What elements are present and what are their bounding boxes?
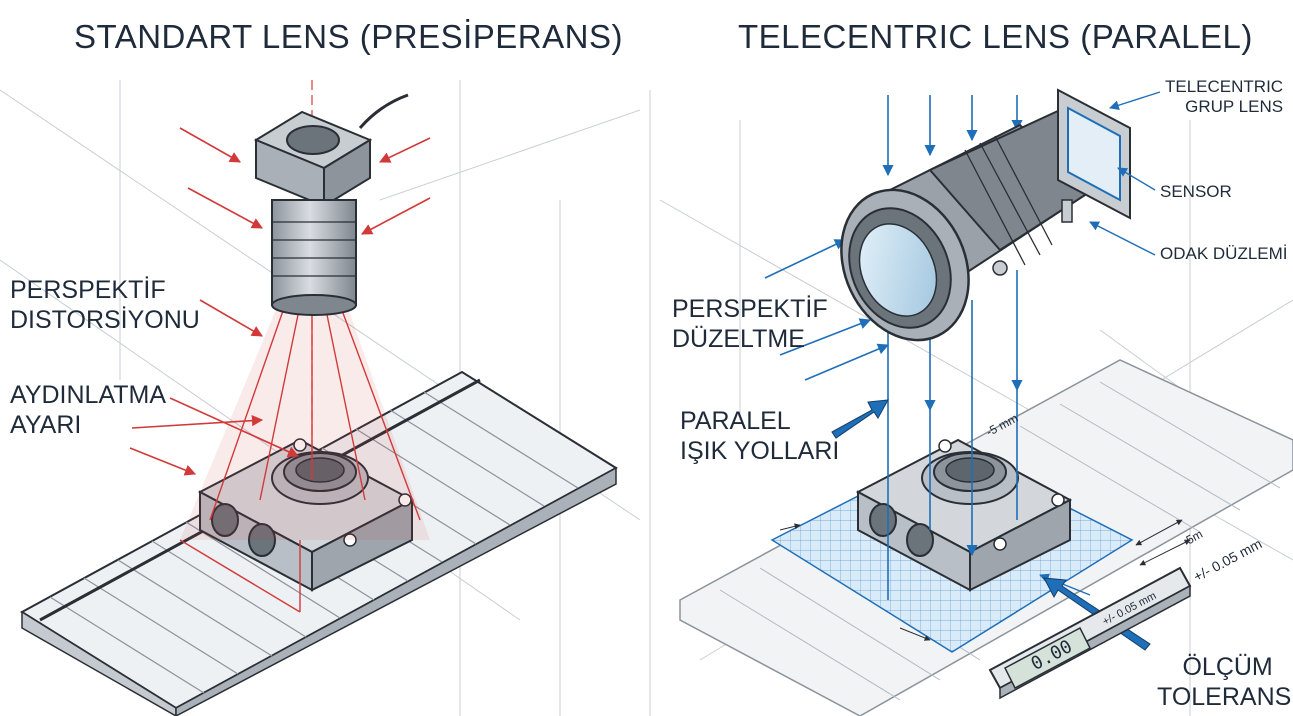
tolerance-label-line2: TOLERANSI [1157,683,1293,711]
distortion-label: PERSPEKTİF DISTORSİYONU [10,275,200,335]
sensor-label: SENSOR [1160,182,1232,201]
correction-label-line1: PERSPEKTİF [672,295,828,323]
lighting-label: AYDINLATMA AYARI [10,380,166,440]
machined-part-right [855,438,1073,592]
tolerance-label: ÖLÇÜM TOLERANSI [1157,652,1293,712]
parallel-callout-arrow [831,399,889,439]
parallel-paths-label-line1: PARALEL [680,407,791,435]
parallel-light-rays [764,95,1023,600]
telecentric-lens [840,108,1087,342]
parallel-paths-label-line2: IŞIK YOLLARI [680,437,840,465]
group-lens-label: TELECENTRIC GRUP LENS [1165,77,1283,117]
camera-body-left [253,93,409,316]
right-panel-title: TELECENTRIC LENS (PARALEL) [738,18,1253,55]
group-lens-label-line2: GRUP LENS [1185,97,1284,116]
distortion-label-line1: PERSPEKTİF [10,276,166,304]
lighting-label-line2: AYARI [10,411,82,439]
machined-part-left [197,438,415,592]
lighting-label-line1: AYDINLATMA [10,381,167,409]
dimension-lines [779,519,1191,641]
correction-label-line2: DÜZELTME [672,325,805,353]
focal-plane-label: ODAK DÜZLEMİ [1160,244,1288,263]
parallel-paths-label: PARALEL IŞIK YOLLARI [680,406,839,466]
group-lens-label-line1: TELECENTRIC [1165,77,1284,96]
left-panel-title: STANDART LENS (PRESİPERANS) [74,18,623,55]
sensor-plate [1057,88,1131,220]
correction-label: PERSPEKTİF DÜZELTME [672,294,828,354]
digital-gauge [988,566,1192,700]
distortion-label-line2: DISTORSİYONU [10,306,200,334]
red-incoming-arrows [129,127,431,476]
tolerance-label-line1: ÖLÇÜM [1182,653,1273,681]
